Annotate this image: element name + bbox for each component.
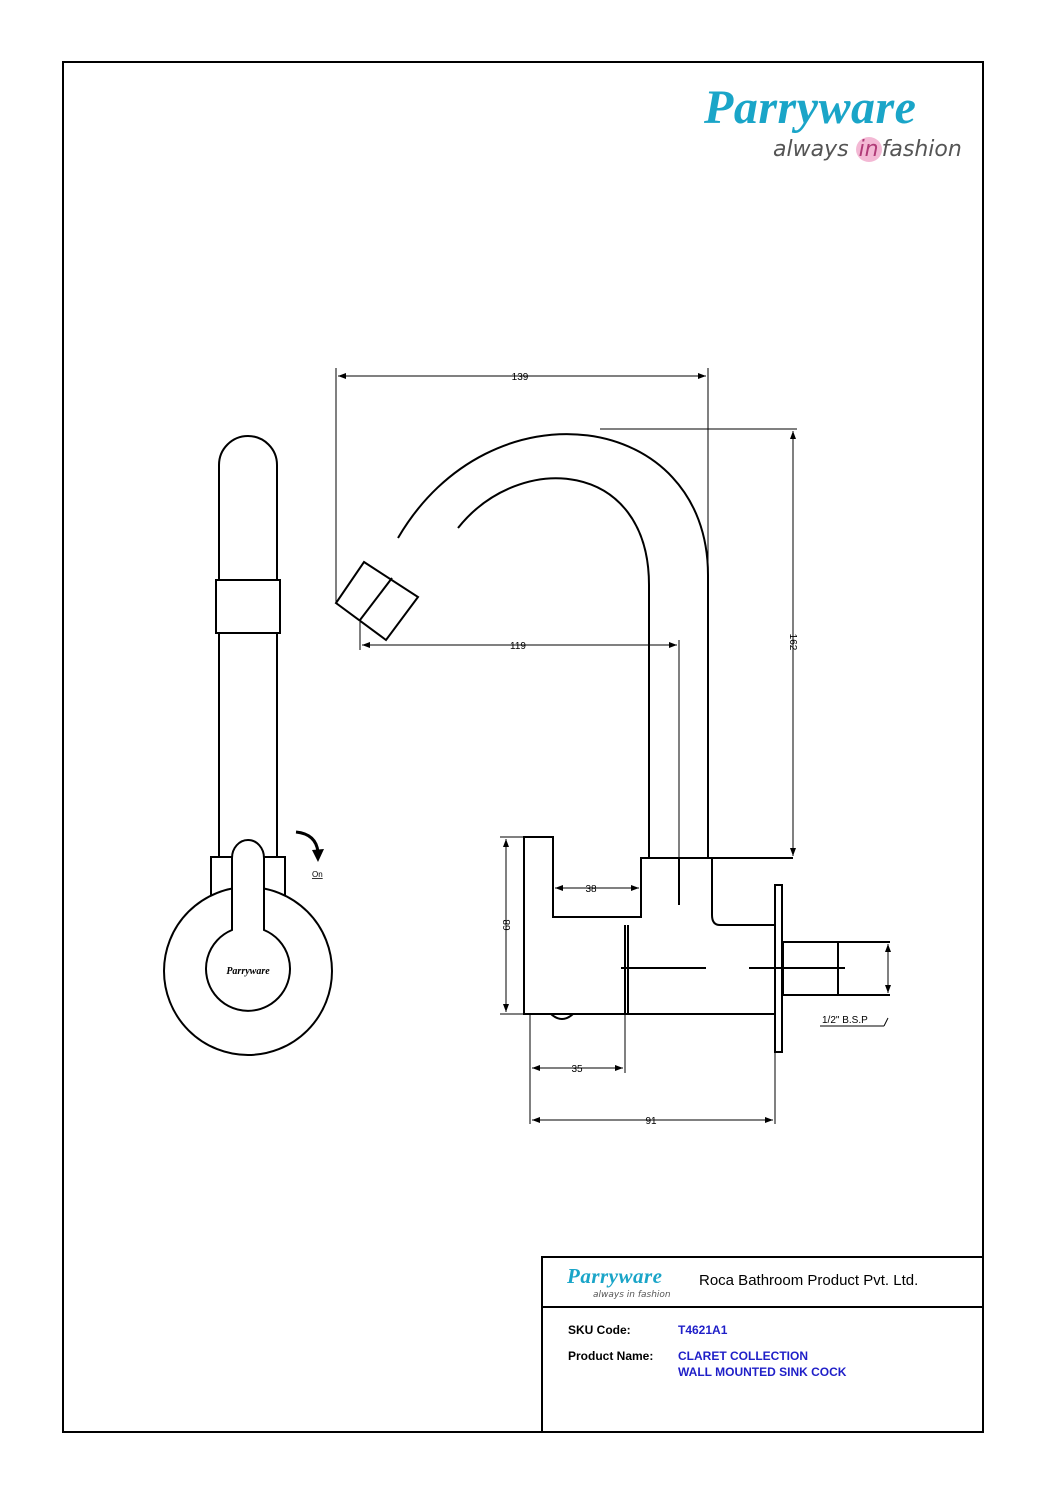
product-name-line2: WALL MOUNTED SINK COCK [678,1365,847,1379]
valve-body [523,836,776,1015]
side-view [334,433,890,1053]
dim-total-depth: 91 [645,1116,657,1127]
dim-thread: 1/2" B.S.P [822,1015,868,1026]
product-name-line1: CLARET COLLECTION [678,1349,808,1363]
sku-label: SKU Code: [568,1323,631,1337]
title-block-logo: Parryware [567,1264,663,1288]
sku-value: T4621A1 [678,1323,728,1337]
drawing-frame [62,61,984,1433]
dim-width-top: 139 [512,372,529,383]
spout-ring [215,579,281,634]
handle-lever [205,839,291,1012]
title-block-header: Parryware always in fashion Roca Bathroo… [543,1258,984,1308]
on-label: On [312,870,323,879]
dim-body-height: 68 [502,919,513,931]
title-block: Parryware always in fashion Roca Bathroo… [541,1256,984,1433]
brand-logo: Parryware [704,81,917,134]
front-view [163,435,333,1056]
product-name-label: Product Name: [568,1349,654,1363]
handle-logo: Parryware [226,966,270,977]
spout-front [218,435,278,858]
dimension-lines [335,368,891,1124]
spout-outer [397,433,709,858]
spout-inner [457,477,650,858]
dim-height: 162 [787,634,798,651]
spout-nozzle [334,560,420,642]
dim-spout-reach: 119 [510,641,526,652]
dim-lever-width: 38 [585,884,597,895]
on-arrowhead [312,849,324,862]
on-arrow [295,830,320,853]
dim-base-left: 35 [571,1064,583,1075]
thread-connector [782,941,839,996]
company-name: Roca Bathroom Product Pvt. Ltd. [699,1272,919,1289]
title-block-tagline: always in fashion [593,1290,671,1300]
